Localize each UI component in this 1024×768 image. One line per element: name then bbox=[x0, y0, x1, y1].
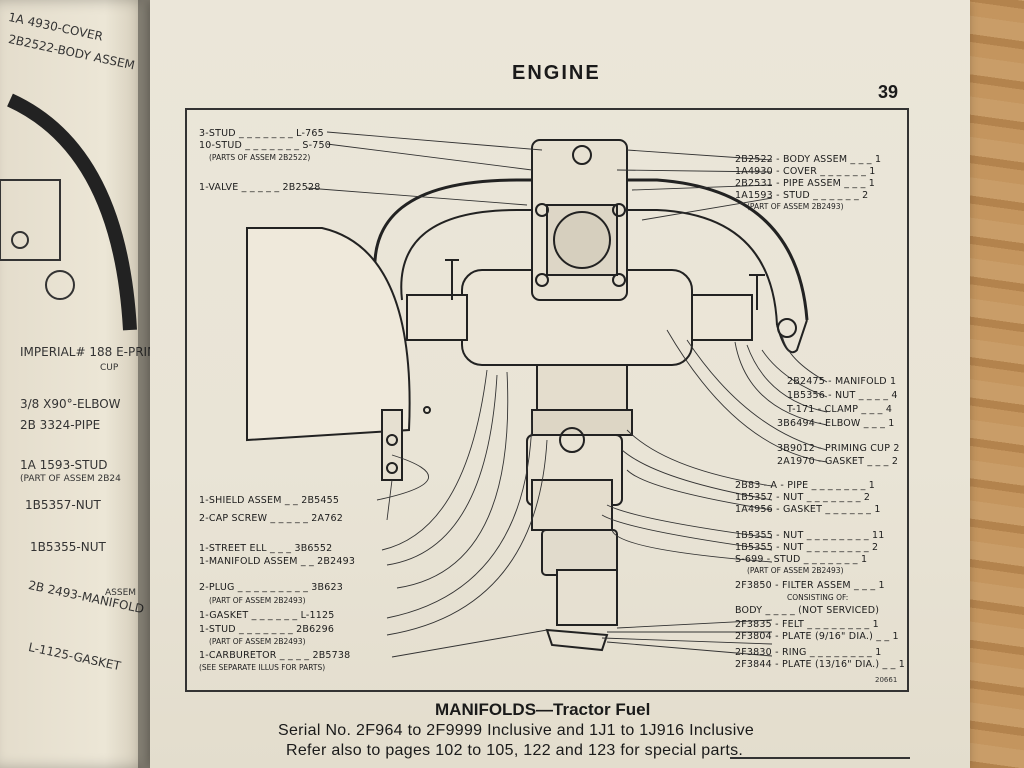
left-page-diagram-fragment bbox=[0, 93, 137, 331]
right-page: ENGINE 39 bbox=[150, 0, 970, 768]
part-label-right: 2F3835 - FELT _ _ _ _ _ _ _ _ 1 bbox=[735, 619, 879, 630]
left-page-label: 3/8 X90°-ELBOW bbox=[20, 397, 121, 411]
part-label-right: 2F3850 - FILTER ASSEM _ _ _ 1 bbox=[735, 580, 885, 591]
part-label-right: 1B5356 - NUT _ _ _ _ 4 bbox=[787, 390, 898, 401]
caption-serial-line: Serial No. 2F964 to 2F9999 Inclusive and… bbox=[278, 722, 755, 739]
manifold-drawing bbox=[246, 131, 828, 658]
left-page-label: ASSEM bbox=[105, 588, 137, 598]
left-page-label: IMPERIAL# 188 E-PRIM bbox=[20, 345, 150, 359]
part-label-right: BODY _ _ _ _ (NOT SERVICED) bbox=[735, 605, 880, 616]
part-label-left: 1-CARBURETOR _ _ _ _ 2B5738 bbox=[199, 650, 351, 661]
part-label-right: S-699 - STUD _ _ _ _ _ _ _ 1 bbox=[735, 554, 868, 565]
part-label-right: 2B2522 - BODY ASSEM _ _ _ 1 bbox=[735, 154, 882, 165]
part-label-left: 1-GASKET _ _ _ _ _ _ L-1125 bbox=[199, 610, 335, 621]
part-label-left: 3-STUD _ _ _ _ _ _ _ L-765 bbox=[199, 128, 324, 139]
part-label-right: 3B9012 - PRIMING CUP 2 bbox=[777, 443, 900, 454]
part-label-left-note: (PART OF ASSEM 2B2493) bbox=[209, 596, 306, 605]
part-label-right: 2B2475 - MANIFOLD 1 bbox=[787, 376, 897, 387]
part-label-right-note: CONSISTING OF: bbox=[787, 593, 849, 602]
part-label-left: 1-MANIFOLD ASSEM _ _ 2B2493 bbox=[199, 556, 356, 567]
part-label-right: 3B6494 - ELBOW _ _ _ 1 bbox=[777, 418, 895, 429]
parts-diagram-figure: 3-STUD _ _ _ _ _ _ _ L-765 10-STUD _ _ _… bbox=[185, 108, 909, 692]
part-label-right: T-171 - CLAMP _ _ _ 4 bbox=[787, 404, 893, 415]
part-label-left-note: (SEE SEPARATE ILLUS FOR PARTS) bbox=[199, 663, 326, 672]
part-label-left: 1-STREET ELL _ _ _ 3B6552 bbox=[199, 543, 333, 554]
part-label-right: 1B5355 - NUT _ _ _ _ _ _ _ _ 11 bbox=[735, 530, 885, 541]
left-page-label: CUP bbox=[100, 363, 119, 373]
part-label-left-note: (PARTS OF ASSEM 2B2522) bbox=[209, 153, 311, 162]
caption-title: MANIFOLDS—Tractor Fuel bbox=[435, 700, 651, 719]
part-label-right: 1B5357 - NUT _ _ _ _ _ _ _ 2 bbox=[735, 492, 871, 503]
left-page-label: (PART OF ASSEM 2B24 bbox=[20, 474, 121, 484]
left-page-label: L-1125-GASKET bbox=[27, 640, 122, 674]
part-label-right: 2A1970 - GASKET _ _ _ 2 bbox=[777, 456, 899, 467]
left-page-label: 1B5357-NUT bbox=[25, 498, 101, 512]
part-label-right: 1B5355 - NUT _ _ _ _ _ _ _ _ 2 bbox=[735, 542, 879, 553]
left-page-label: 1A 1593-STUD bbox=[20, 458, 108, 472]
figure-id: 20661 bbox=[875, 676, 898, 684]
part-label-right-note: (PART OF ASSEM 2B2493) bbox=[747, 202, 844, 211]
part-label-right: 2F3830 - RING _ _ _ _ _ _ _ _ 1 bbox=[735, 647, 882, 658]
part-label-right: 2B2531 - PIPE ASSEM _ _ _ 1 bbox=[735, 178, 876, 189]
page-header: ENGINE bbox=[512, 62, 601, 84]
part-label-right: 2F3804 - PLATE (9/16" DIA.) _ _ 1 bbox=[735, 631, 899, 642]
part-label-right: 1A1593 - STUD _ _ _ _ _ _ 2 bbox=[735, 190, 869, 201]
part-label-right: 1A4930 - COVER _ _ _ _ _ _ 1 bbox=[735, 166, 876, 177]
part-label-left: 2-PLUG _ _ _ _ _ _ _ _ _ 3B623 bbox=[199, 582, 343, 593]
caption-reference-line: Refer also to pages 102 to 105, 122 and … bbox=[286, 742, 744, 759]
left-page: 1A 4930-COVER 2B2522-BODY ASSEM IMPERIAL… bbox=[0, 0, 150, 768]
left-page-label: 1B5355-NUT bbox=[30, 540, 106, 554]
part-label-right: 2B83 - A - PIPE _ _ _ _ _ _ _ 1 bbox=[735, 480, 875, 491]
bottom-rule bbox=[730, 757, 910, 759]
page-number: 39 bbox=[878, 82, 899, 102]
part-label-right-note: (PART OF ASSEM 2B2493) bbox=[747, 566, 844, 575]
part-label-left: 1-VALVE _ _ _ _ _ 2B2528 bbox=[199, 182, 321, 193]
part-label-right: 2F3844 - PLATE (13/16" DIA.) _ _ 1 bbox=[735, 659, 906, 670]
part-label-left: 2-CAP SCREW _ _ _ _ _ 2A762 bbox=[199, 513, 343, 524]
part-label-left-note: (PART OF ASSEM 2B2493) bbox=[209, 637, 306, 646]
part-label-left: 1-SHIELD ASSEM _ _ 2B5455 bbox=[199, 495, 340, 506]
part-label-right: 1A4956 - GASKET _ _ _ _ _ _ 1 bbox=[735, 504, 881, 515]
left-page-label: 2B 3324-PIPE bbox=[20, 418, 101, 432]
part-label-left: 1-STUD _ _ _ _ _ _ _ 2B6296 bbox=[199, 624, 335, 635]
part-label-left: 10-STUD _ _ _ _ _ _ _ S-750 bbox=[199, 140, 332, 151]
